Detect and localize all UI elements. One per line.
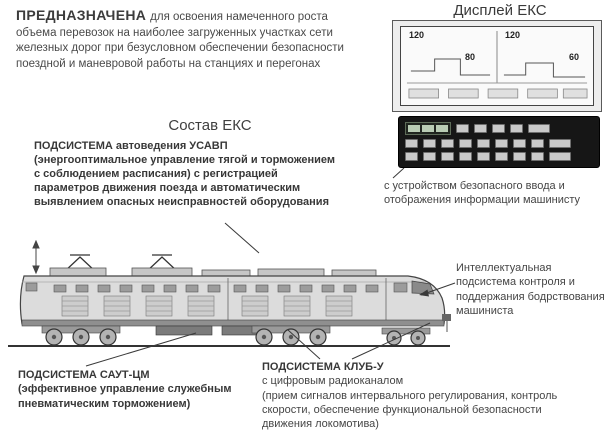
usavp-title: ПОДСИСТЕМА автоведения УСАВП [34,140,228,152]
saut-title: ПОДСИСТЕМА САУТ-ЦМ [18,369,150,381]
display-title: Дисплей ЕКС [453,2,547,19]
panel-button [528,124,550,133]
klub-subsystem-label: ПОДСИСТЕМА КЛУБ-У с цифровым радиоканало… [262,360,566,431]
speed-readout-1: 120 [409,30,425,40]
klub-body: (прием сигналов интервального регулирова… [262,389,558,431]
panel-button [441,139,454,148]
klub-subtitle: с цифровым радиоканалом [262,375,404,388]
eks-display-device: 120 80 120 60 [392,20,602,112]
panel-button [549,152,571,161]
dimension-arrow-icon [32,240,40,275]
panel-button [510,124,523,133]
intro-body: для освоения намеченного роста объема пе… [16,11,344,70]
panel-button [477,139,490,148]
panel-button [474,124,487,133]
panel-button [405,139,418,148]
panel-button [456,124,469,133]
panel-row [405,122,593,135]
panel-row [405,139,593,148]
saut-subsystem-label: ПОДСИСТЕМА САУТ-ЦМ (эффективное управлен… [18,368,234,411]
klub-title: ПОДСИСТЕМА КЛУБ-У [262,361,384,373]
panel-button [459,152,472,161]
panel-button [531,152,544,161]
panel-button [477,152,490,161]
panel-button [492,124,505,133]
composition-heading: Состав ЕКС [168,117,252,134]
panel-button [495,139,508,148]
panel-button [441,152,454,161]
vigilance-subsystem-label: Интеллектуальная подсистема контроля и п… [456,262,605,317]
intro-title: ПРЕДНАЗНАЧЕНА [16,7,147,23]
panel-button [549,139,571,148]
speed-readout-3: 120 [505,30,521,40]
panel-button [513,152,526,161]
panel-button [405,152,418,161]
panel-button [513,139,526,148]
panel-button [459,139,472,148]
saut-body: (эффективное управление служебным пневма… [18,383,232,410]
locomotive-illustration [8,240,451,347]
speed-profile-graph [406,31,588,99]
panel-button [495,152,508,161]
panel-row [405,152,593,161]
pantograph-icon [63,254,179,273]
panel-button [423,152,436,161]
display-caption: с устройством безопасного ввода и отобра… [384,180,581,207]
display-screen: 120 80 120 60 [400,26,594,106]
panel-button [423,139,436,148]
speed-readout-4: 60 [569,52,580,62]
panel-button [531,139,544,148]
usavp-body: (энергооптимальное управление тягой и то… [34,154,336,209]
usavp-subsystem-label: ПОДСИСТЕМА автоведения УСАВП (энергоопти… [34,139,336,209]
input-panel [398,116,600,168]
panel-digit-display [405,122,451,135]
speed-readout-2: 80 [465,52,476,62]
